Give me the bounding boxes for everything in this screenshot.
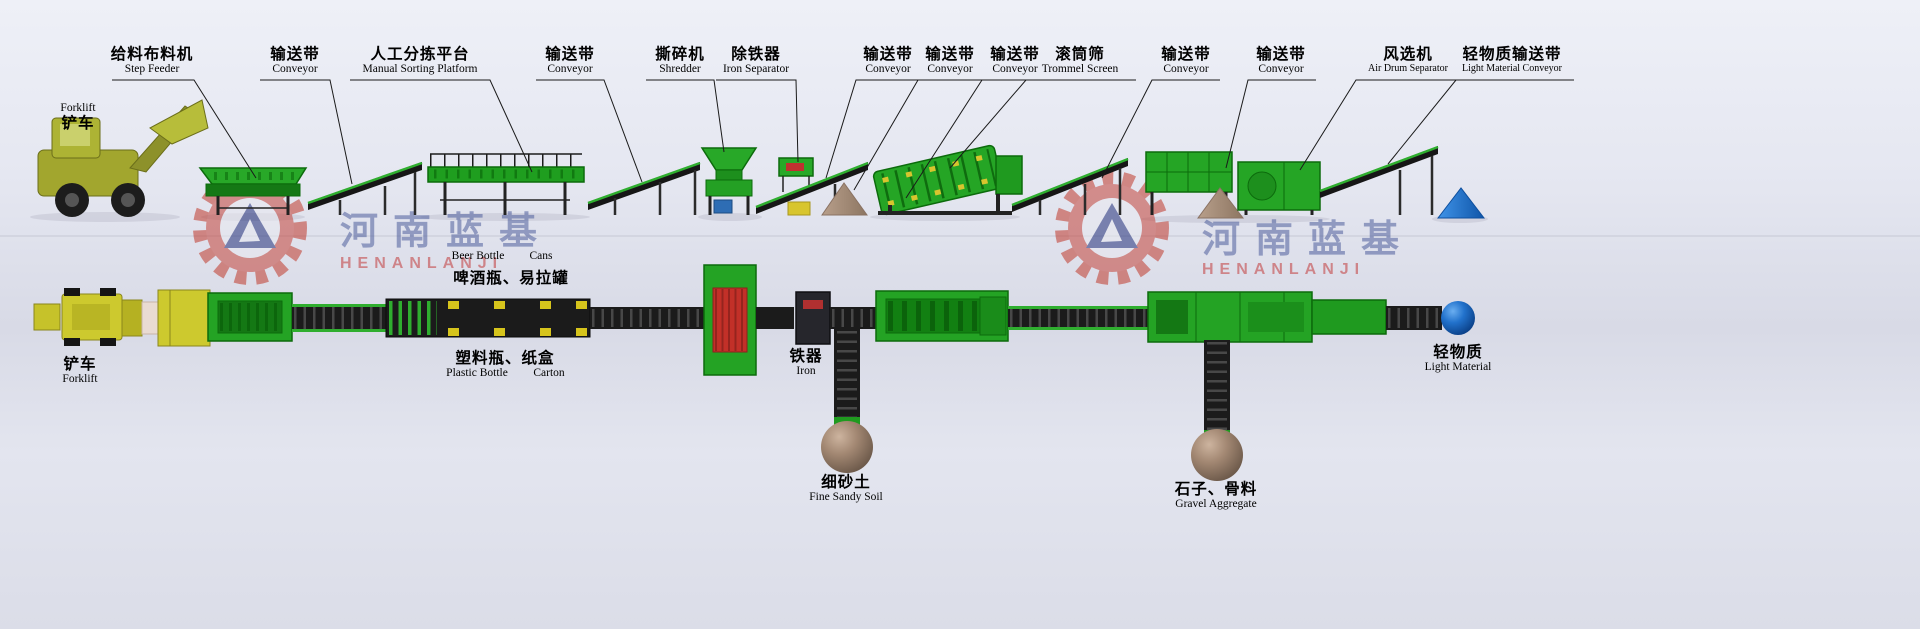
sorting-platform-plan <box>385 298 591 338</box>
label-conveyor-6: 输送带 Conveyor <box>1161 46 1211 76</box>
conveyor-machine-4 <box>1011 157 1129 215</box>
conveyor-machine-1 <box>307 161 423 215</box>
fine-sandy-soil-pile <box>821 421 873 473</box>
watermark-cn: 河南蓝基 <box>340 211 552 253</box>
label-fine-sandy-soil: 细砂土 Fine Sandy Soil <box>809 474 883 504</box>
belt-plan-a <box>292 304 386 332</box>
air-separator-cabinet <box>1145 151 1233 215</box>
leader-lines <box>112 79 1574 199</box>
label-conveyor-1: 输送带 Conveyor <box>270 46 320 76</box>
label-step-feeder-cn: 给料布料机 <box>110 46 194 63</box>
trommel-screen-machine <box>872 144 1023 216</box>
watermark-en: HENANLANJI <box>1202 261 1365 278</box>
label-shredder: 撕碎机 Shredder <box>655 46 705 76</box>
label-manual-sorting-platform: 人工分拣平台 Manual Sorting Platform <box>362 46 478 76</box>
label-iron-separator: 除铁器 Iron Separator <box>722 46 790 76</box>
watermark-cn: 河南蓝基 <box>1202 219 1414 261</box>
label-light-material: 轻物质 Light Material <box>1424 344 1492 374</box>
label-beer-bottle: Beer Bottle <box>451 250 505 262</box>
label-light-material-conveyor: 轻物质输送带 Light Material Conveyor <box>1462 46 1562 75</box>
label-conveyor-4: 输送带 Conveyor <box>925 46 975 76</box>
iron-separator-machine <box>778 157 814 192</box>
trommel-plan <box>875 290 1009 342</box>
label-conveyor-3: 输送带 Conveyor <box>863 46 913 76</box>
label-conveyor-5: 输送带 Conveyor <box>990 46 1040 76</box>
feeder-plan <box>207 292 293 342</box>
iron-separator-plan <box>795 291 831 345</box>
forklift-side-view <box>37 99 209 217</box>
step-feeder-machine <box>198 167 308 215</box>
label-forklift-side: Forklift 铲车 <box>60 102 95 132</box>
light-material-cone <box>1436 187 1486 219</box>
sand-pile-cone-1 <box>821 182 868 216</box>
label-gravel-aggregate: 石子、骨料 Gravel Aggregate <box>1174 481 1258 511</box>
forklift-plan-view <box>33 288 211 347</box>
label-carton: Carton <box>533 367 565 379</box>
conveyor-machine-2 <box>587 161 701 215</box>
label-conveyor-2: 输送带 Conveyor <box>545 46 595 76</box>
ground-shadows <box>30 212 1488 223</box>
gravel-aggregate-pile <box>1191 429 1243 481</box>
label-step-feeder: 给料布料机 Step Feeder <box>111 46 194 76</box>
shredder-machine <box>700 147 758 215</box>
label-plastic-bottle: Plastic Bottle <box>446 367 508 379</box>
light-material-ball <box>1441 301 1475 335</box>
label-plastic-carton-cn: 塑料瓶、纸盒 <box>455 350 555 367</box>
gravel-branch-conveyor <box>1204 340 1230 438</box>
shredder-plan <box>703 264 757 376</box>
belt-plan-e <box>1008 306 1148 330</box>
manual-sorting-platform-machine <box>427 153 585 215</box>
belt-plan-b <box>590 307 704 329</box>
label-cans: Cans <box>529 250 553 262</box>
air-drum-separator-machine <box>1237 161 1321 215</box>
label-step-feeder-en: Step Feeder <box>124 63 180 76</box>
label-beer-cans-cn: 啤酒瓶、易拉罐 <box>453 270 569 287</box>
label-forklift-plan: 铲车 Forklift <box>62 356 98 386</box>
label-iron: 铁器 Iron <box>789 348 823 378</box>
label-trommel-screen: 滚筒筛 Trommel Screen <box>1041 46 1119 76</box>
label-conveyor-7: 输送带 Conveyor <box>1256 46 1306 76</box>
watermark-right: 河南蓝基 HENANLANJI <box>1055 171 1414 285</box>
label-forklift-side-en: Forklift <box>60 102 96 114</box>
discharge-bin <box>787 201 811 216</box>
belt-plan-d <box>830 307 876 329</box>
fines-branch-conveyor <box>834 329 860 425</box>
label-forklift-side-cn: 铲车 <box>61 114 95 132</box>
watermark-gear-icon <box>1055 171 1169 285</box>
sand-pile-cone-2 <box>1197 187 1245 219</box>
label-air-drum-separator: 风选机 Air Drum Separator <box>1368 46 1448 75</box>
belt-plan-end <box>1311 299 1442 335</box>
air-separator-plan <box>1147 291 1313 343</box>
watermark-en: HENANLANJI <box>340 255 503 272</box>
light-material-conveyor-machine <box>1319 145 1439 215</box>
belt-plan-c <box>756 307 794 329</box>
